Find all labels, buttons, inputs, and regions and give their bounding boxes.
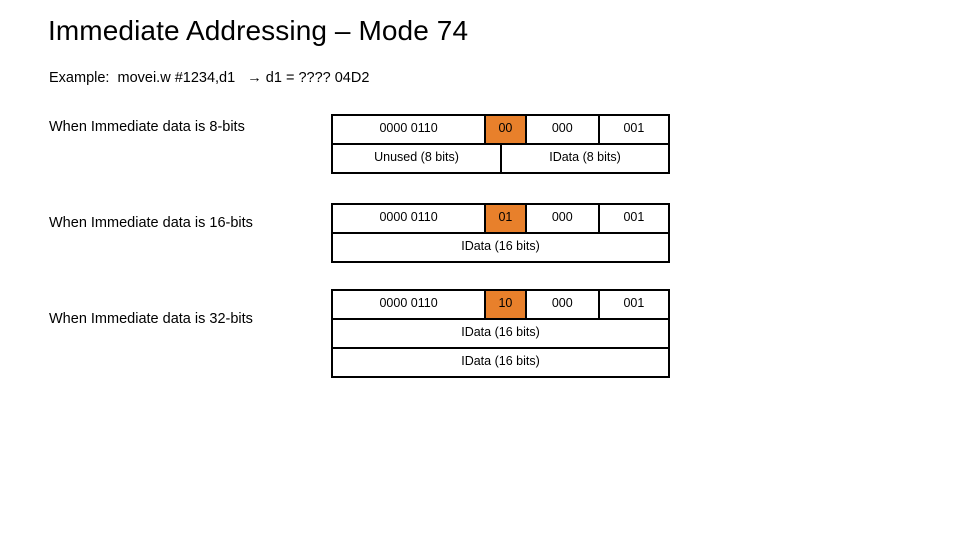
section-label-8bit: When Immediate data is 8-bits — [49, 119, 245, 135]
cell-register: 000 — [524, 205, 598, 232]
bit-table-row-encoding: 0000 0110 10 000 001 — [333, 291, 668, 318]
bit-table-row-fields: IData (16 bits) — [333, 232, 668, 261]
cell-register: 000 — [524, 291, 598, 318]
bit-table-row-fields: IData (16 bits) — [333, 318, 668, 347]
bit-table-row-encoding: 0000 0110 01 000 001 — [333, 205, 668, 232]
cell-field-unused: Unused (8 bits) — [333, 145, 500, 172]
cell-field-idata-high: IData (16 bits) — [333, 320, 668, 347]
bit-table-8bit: 0000 0110 00 000 001 Unused (8 bits) IDa… — [331, 114, 670, 174]
cell-opcode: 0000 0110 — [333, 205, 485, 232]
cell-field-idata: IData (8 bits) — [500, 145, 668, 172]
section-label-16bit: When Immediate data is 16-bits — [49, 215, 253, 231]
cell-effective-address: 001 — [597, 205, 668, 232]
bit-table-row-fields: Unused (8 bits) IData (8 bits) — [333, 143, 668, 172]
page-title: Immediate Addressing – Mode 74 — [48, 15, 469, 46]
cell-size-mode: 10 — [484, 291, 525, 318]
cell-size-mode: 01 — [484, 205, 525, 232]
cell-effective-address: 001 — [597, 116, 668, 143]
cell-field-idata: IData (16 bits) — [333, 234, 668, 261]
bit-table-row-encoding: 0000 0110 00 000 001 — [333, 116, 668, 143]
section-label-32bit: When Immediate data is 32-bits — [49, 311, 253, 327]
bit-table-row-fields: IData (16 bits) — [333, 347, 668, 376]
cell-size-mode: 00 — [484, 116, 525, 143]
cell-opcode: 0000 0110 — [333, 116, 485, 143]
cell-field-idata-low: IData (16 bits) — [333, 349, 668, 376]
bit-table-16bit: 0000 0110 01 000 001 IData (16 bits) — [331, 203, 670, 263]
cell-effective-address: 001 — [597, 291, 668, 318]
example-text: Example: movei.w #1234,d1 → d1 = ???? 04… — [49, 70, 370, 86]
cell-opcode: 0000 0110 — [333, 291, 485, 318]
bit-table-32bit: 0000 0110 10 000 001 IData (16 bits) IDa… — [331, 289, 670, 378]
cell-register: 000 — [524, 116, 598, 143]
